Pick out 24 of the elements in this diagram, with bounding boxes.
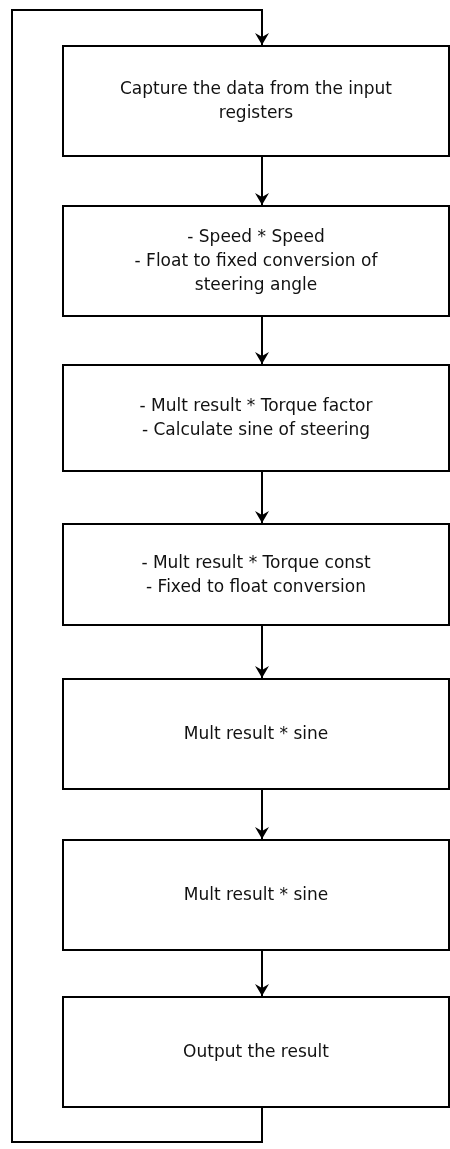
box-text: - Calculate sine of steering [141, 418, 371, 441]
box-text: - Mult result * Torque const [141, 550, 371, 574]
box-text: - Mult result * Torque factor [139, 394, 373, 418]
box-text: Capture the data from the input registers [119, 77, 393, 124]
arrow [255, 156, 269, 206]
process-box [62, 839, 450, 951]
box-text: - Speed * Speed [187, 225, 325, 249]
process-box [62, 996, 450, 1108]
box-text: - Float to fixed conversion of steering angle [133, 249, 379, 296]
process-box [62, 678, 450, 790]
arrow [255, 625, 269, 679]
process-box [62, 364, 450, 472]
box-text: Output the result [183, 1040, 329, 1064]
arrow [255, 316, 269, 365]
arrow [255, 950, 269, 997]
process-box [62, 523, 450, 626]
arrow [255, 789, 269, 840]
box-text: Mult result * sine [183, 722, 329, 746]
box-text: - Fixed to float conversion [146, 574, 366, 598]
box-text: Mult result * sine [183, 883, 329, 907]
process-box [62, 45, 450, 157]
arrow [11, 9, 269, 1143]
arrow [255, 471, 269, 524]
process-box [62, 205, 450, 317]
